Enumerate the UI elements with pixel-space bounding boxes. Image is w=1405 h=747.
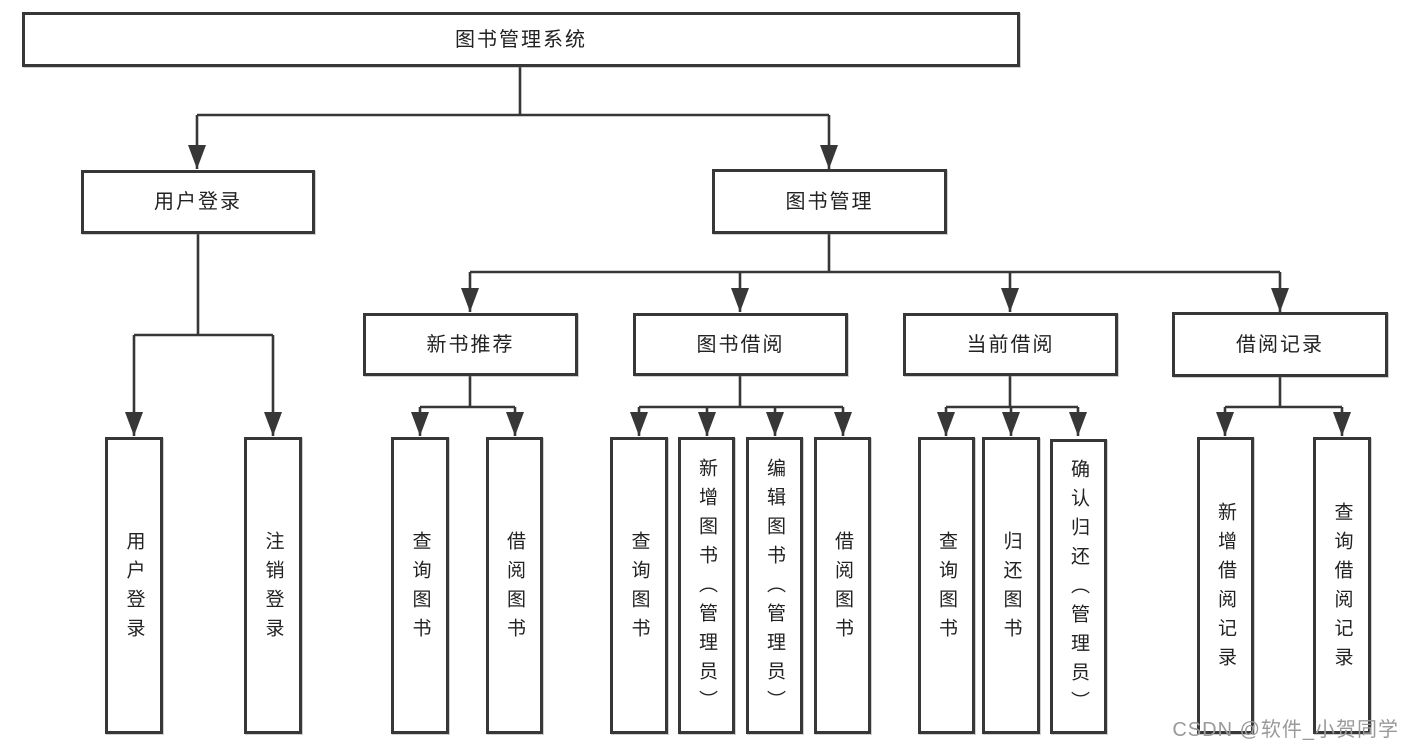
node-borrow-books-leaf: 借阅图书 — [814, 437, 871, 734]
node-borrow-books-recommend: 借阅图书 — [486, 437, 543, 734]
node-query-books-recommend: 查询图书 — [391, 437, 449, 734]
node-new-book-recommendation: 新书推荐 — [363, 313, 578, 376]
node-query-books-current: 查询图书 — [918, 437, 975, 734]
node-library-management-system: 图书管理系统 — [22, 12, 1020, 67]
node-book-management: 图书管理 — [712, 169, 947, 234]
node-user-login-leaf: 用户登录 — [105, 437, 163, 734]
node-confirm-return-admin: 确认归还（管理员） — [1050, 439, 1107, 734]
node-borrowing-records: 借阅记录 — [1172, 312, 1388, 377]
node-add-books-admin: 新增图书（管理员） — [678, 437, 735, 734]
node-current-borrowing: 当前借阅 — [903, 313, 1118, 376]
node-query-borrow-record: 查询借阅记录 — [1313, 437, 1371, 734]
node-edit-books-admin: 编辑图书（管理员） — [746, 437, 803, 734]
node-logout-leaf: 注销登录 — [244, 437, 302, 734]
node-query-books-borrowing: 查询图书 — [610, 437, 668, 734]
node-book-borrowing: 图书借阅 — [633, 313, 848, 376]
node-add-borrow-record: 新增借阅记录 — [1197, 437, 1254, 734]
node-user-login: 用户登录 — [81, 170, 315, 234]
csdn-watermark: CSDN @软件_小贺同学 — [1172, 719, 1399, 741]
node-return-books: 归还图书 — [982, 437, 1040, 734]
